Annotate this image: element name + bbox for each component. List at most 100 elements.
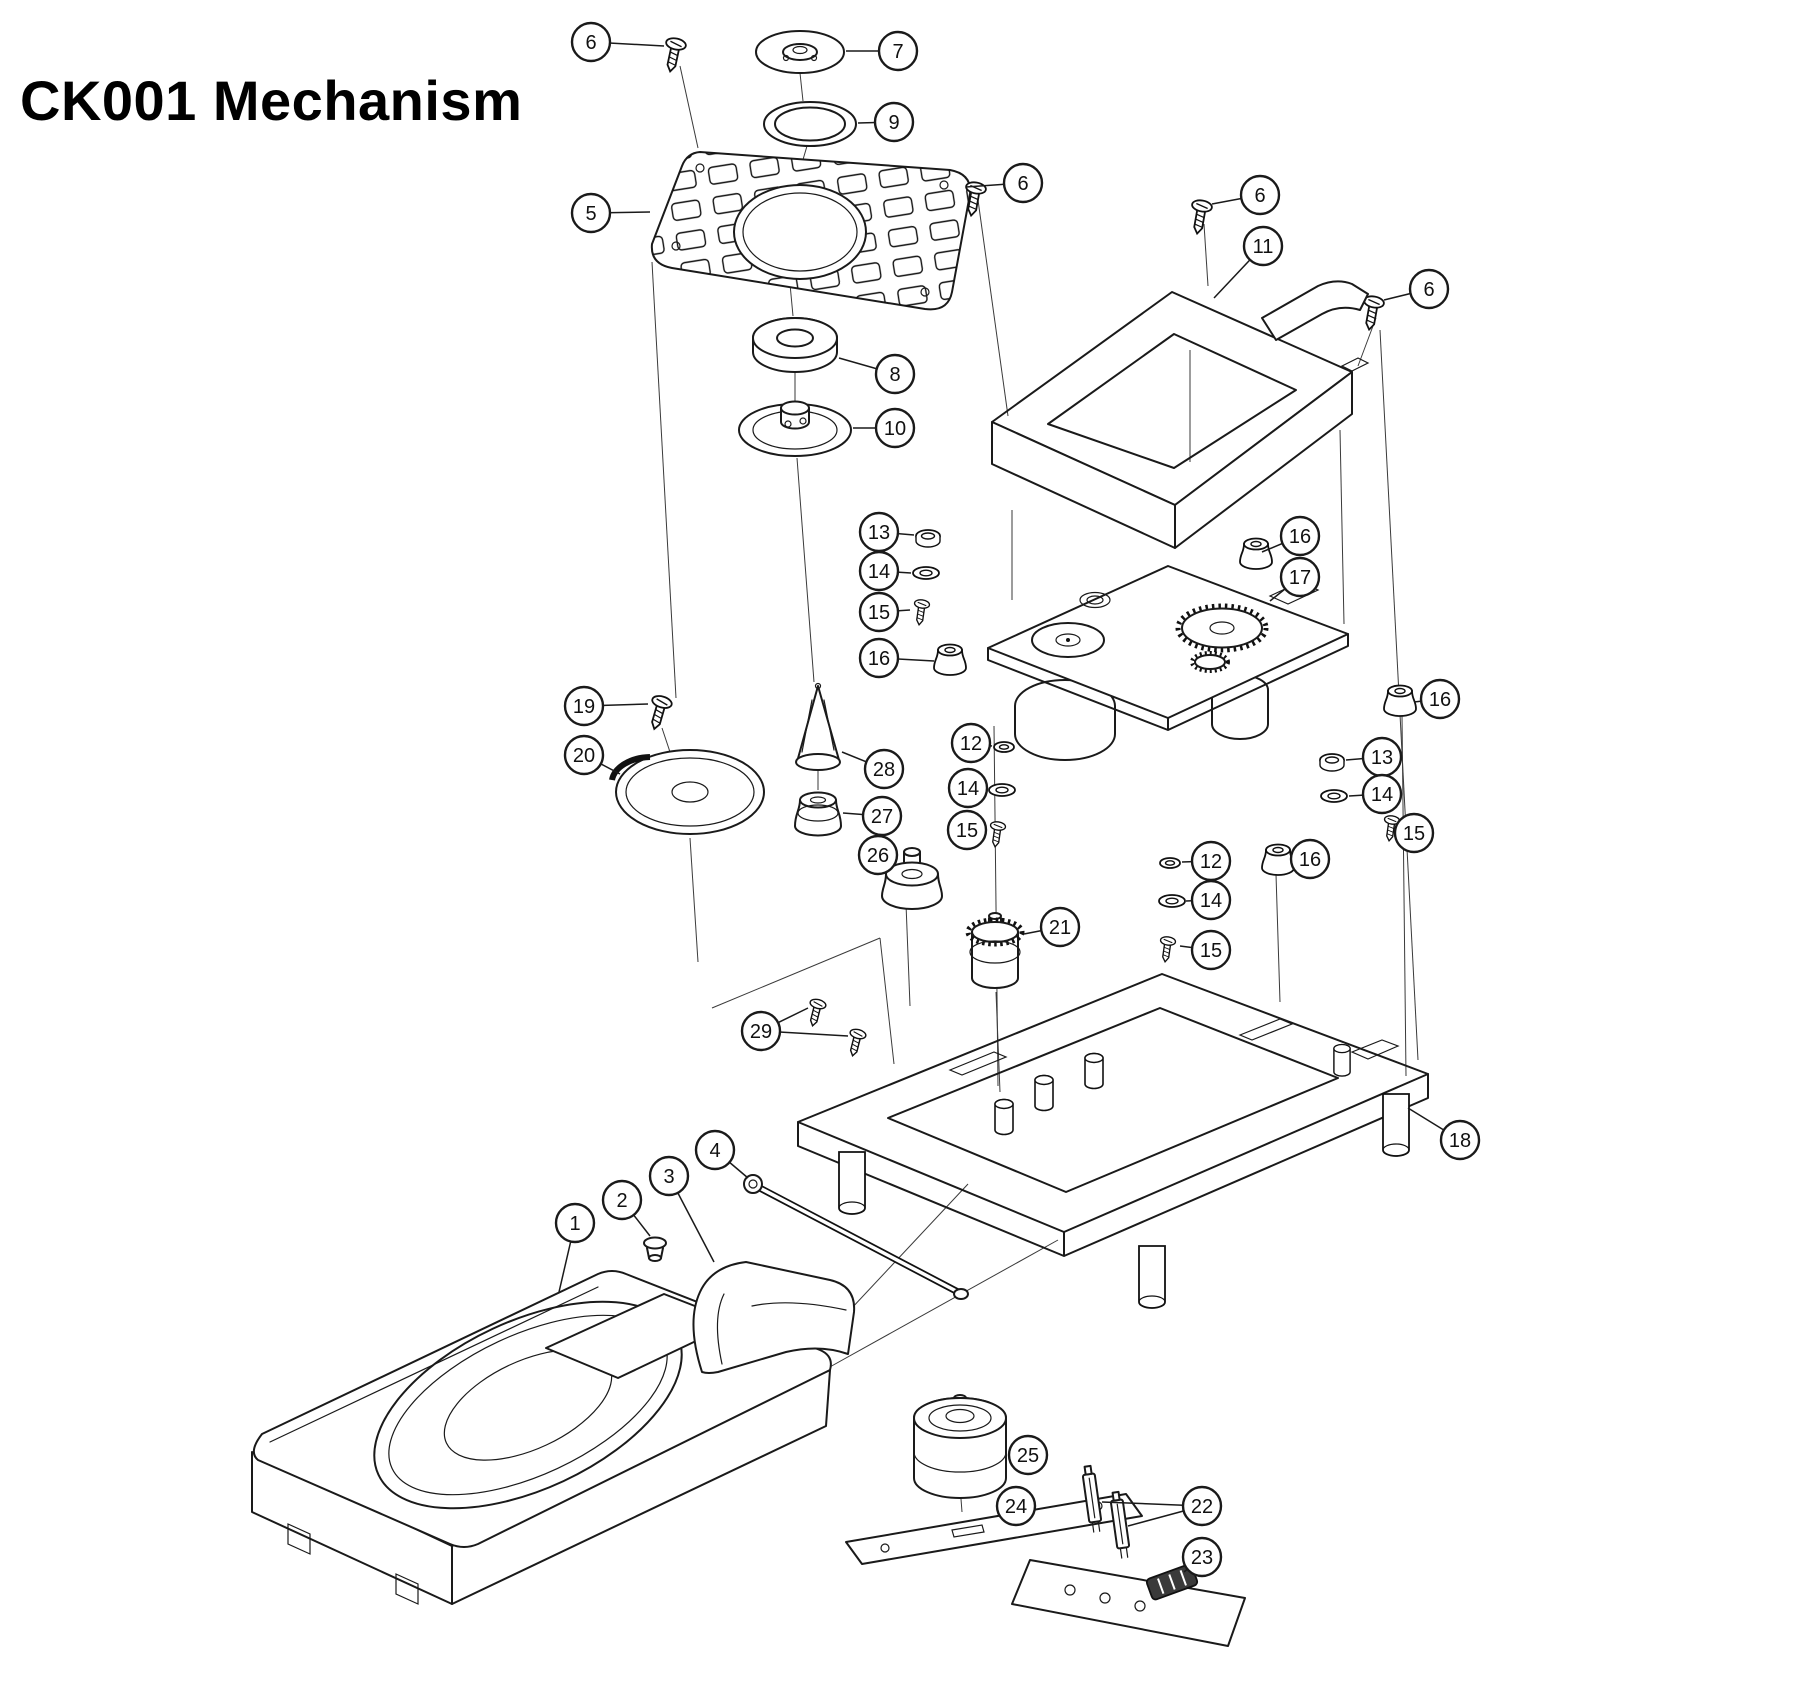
svg-text:15: 15 <box>868 602 890 624</box>
screw-icon <box>1156 935 1177 964</box>
callout-14-d: 14 <box>1185 879 1232 921</box>
callout-28: 28 <box>841 748 905 790</box>
svg-text:16: 16 <box>1299 849 1321 871</box>
part-switch-22-a <box>1081 1464 1103 1533</box>
screw-icon <box>844 1027 868 1059</box>
chassis-leg <box>1382 1093 1410 1157</box>
callout-13-b: 13 <box>1345 736 1403 778</box>
svg-text:16: 16 <box>868 648 890 670</box>
svg-text:14: 14 <box>1200 890 1222 912</box>
callout-14-b: 14 <box>947 767 989 809</box>
callout-12-b: 12 <box>1181 840 1232 882</box>
callout-6-c: 6 <box>1211 174 1281 216</box>
svg-text:6: 6 <box>1423 279 1434 301</box>
part-cam-gear-21 <box>965 912 1025 989</box>
callout-2: 2 <box>601 1179 651 1237</box>
part-rod-4 <box>743 1174 969 1300</box>
callout-14-a: 14 <box>858 550 912 592</box>
svg-text:9: 9 <box>888 112 899 134</box>
part-connector-23 <box>1145 1563 1199 1601</box>
svg-text:14: 14 <box>1371 784 1393 806</box>
screw-icon <box>659 35 688 75</box>
svg-text:19: 19 <box>573 696 595 718</box>
callout-23: 23 <box>1181 1536 1223 1578</box>
part-grille-plate-5 <box>650 151 972 311</box>
washer-icon <box>1159 857 1181 869</box>
svg-text:3: 3 <box>663 1166 674 1188</box>
callout-6-d: 6 <box>1383 268 1450 310</box>
svg-text:4: 4 <box>709 1140 720 1162</box>
part-chassis-18 <box>797 973 1429 1309</box>
part-disc-7 <box>755 30 845 74</box>
part-switch-22-b <box>1109 1490 1131 1559</box>
callout-18: 18 <box>1407 1107 1481 1161</box>
callout-16-d: 16 <box>1289 838 1331 880</box>
callout-22: 22 <box>1101 1485 1223 1527</box>
part-ring-9 <box>763 101 857 147</box>
svg-text:20: 20 <box>573 745 595 767</box>
svg-text:2: 2 <box>616 1190 627 1212</box>
damper-icon <box>933 643 967 676</box>
callout-3: 3 <box>648 1155 715 1263</box>
part-deck-17 <box>987 565 1349 761</box>
damper-icon <box>1383 684 1417 717</box>
svg-text:16: 16 <box>1289 526 1311 548</box>
part-motor-25 <box>913 1394 1007 1499</box>
washer-icon <box>1158 894 1186 908</box>
washer-icon <box>1320 789 1348 803</box>
chassis-leg <box>838 1151 866 1215</box>
callout-15-d: 15 <box>1179 929 1232 971</box>
callouts-layer: 6 7 9 5 6 6 11 6 8 10 13 14 15 16 17 16 … <box>554 21 1481 1578</box>
part-cam-disc-20 <box>609 749 765 835</box>
svg-text:15: 15 <box>1200 940 1222 962</box>
callout-15-a: 15 <box>858 591 911 633</box>
callout-4: 4 <box>694 1129 749 1179</box>
washer-icon <box>988 783 1016 797</box>
svg-text:27: 27 <box>871 806 893 828</box>
svg-text:1: 1 <box>569 1213 580 1235</box>
callout-11: 11 <box>1213 225 1284 299</box>
svg-text:16: 16 <box>1429 689 1451 711</box>
callout-21: 21 <box>1023 906 1081 948</box>
washer-icon <box>993 741 1015 753</box>
part-pulley-26 <box>881 847 943 910</box>
svg-text:6: 6 <box>585 32 596 54</box>
nut-icon <box>1319 753 1345 772</box>
callout-25: 25 <box>1007 1434 1049 1476</box>
svg-text:22: 22 <box>1191 1496 1213 1518</box>
callout-1: 1 <box>554 1202 596 1293</box>
part-turntable-10 <box>738 400 852 457</box>
svg-text:12: 12 <box>960 733 982 755</box>
part-cone-spring-28 <box>795 682 841 771</box>
chassis-post <box>1333 1043 1351 1077</box>
callout-15-c: 15 <box>1393 812 1435 854</box>
svg-text:17: 17 <box>1289 567 1311 589</box>
page-title: CK001 Mechanism <box>20 69 523 132</box>
screw-icon <box>1186 197 1214 237</box>
svg-text:6: 6 <box>1017 173 1028 195</box>
nut-icon <box>915 529 941 548</box>
svg-text:29: 29 <box>750 1021 772 1043</box>
callout-13-a: 13 <box>858 511 915 553</box>
svg-text:25: 25 <box>1017 1445 1039 1467</box>
callout-15-b: 15 <box>946 809 988 851</box>
damper-icon <box>1239 537 1273 570</box>
part-top-frame-11 <box>991 280 1370 549</box>
chassis-post <box>1034 1074 1054 1112</box>
part-tray-1 <box>251 1270 832 1605</box>
svg-text:13: 13 <box>868 522 890 544</box>
chassis-post <box>1084 1052 1104 1090</box>
svg-text:13: 13 <box>1371 747 1393 769</box>
svg-text:15: 15 <box>1403 823 1425 845</box>
part-grommet-27 <box>794 791 842 837</box>
callout-8: 8 <box>838 353 916 395</box>
screw-icon <box>986 820 1007 849</box>
callout-14-c: 14 <box>1348 773 1403 815</box>
svg-text:5: 5 <box>585 203 596 225</box>
callout-6-a: 6 <box>570 21 665 63</box>
washer-icon <box>912 566 940 580</box>
callout-19: 19 <box>563 685 649 727</box>
callout-26: 26 <box>857 834 899 876</box>
